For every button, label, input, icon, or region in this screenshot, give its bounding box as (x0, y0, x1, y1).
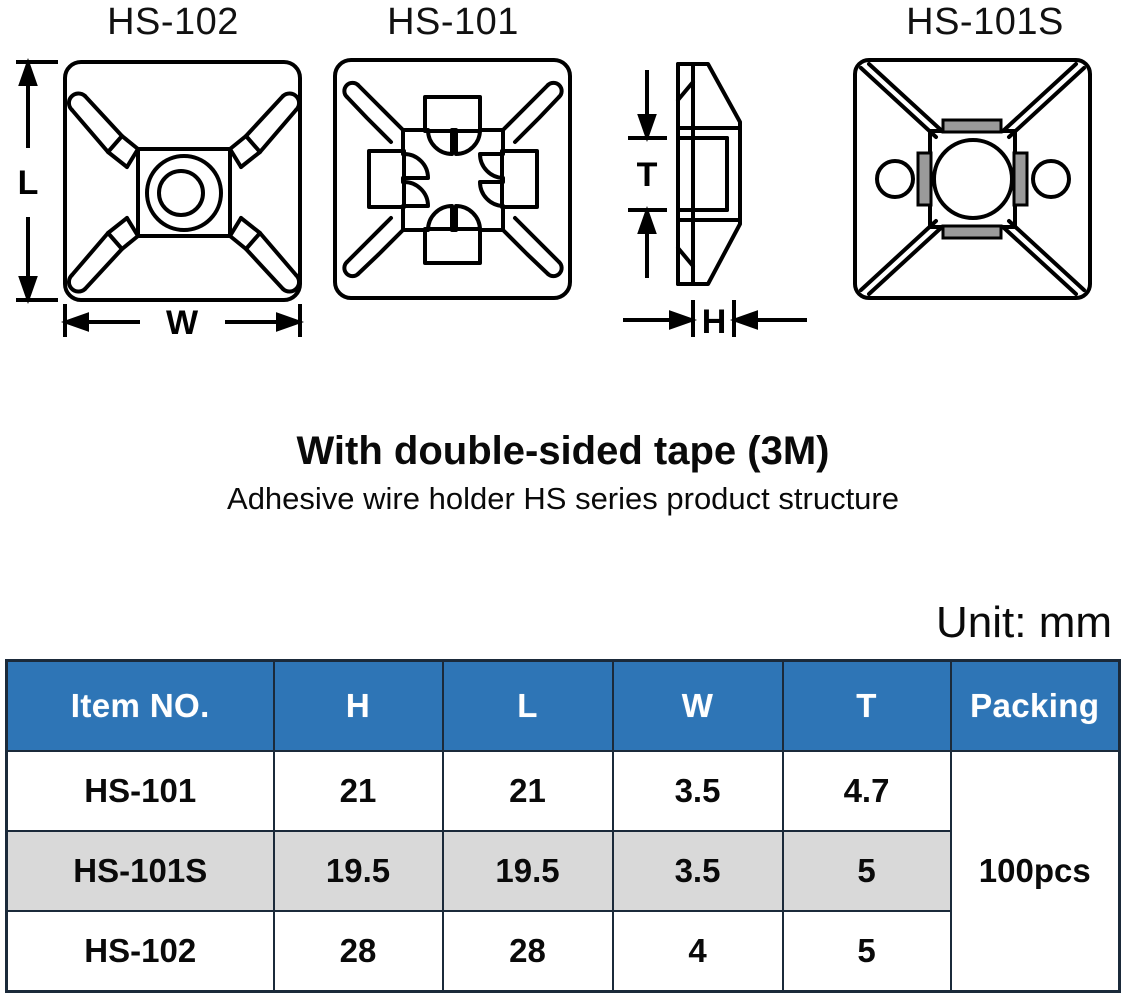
cell-l: 28 (441, 910, 614, 993)
cell-packing: 100pcs (949, 750, 1121, 993)
product-diagram-area: HS-102 HS-101 HS-101S (0, 0, 1126, 360)
cell-h: 28 (272, 910, 444, 993)
dimension-label-L: L (18, 164, 39, 202)
cell-l: 21 (441, 750, 614, 832)
column-header-item-no: Item NO. (5, 659, 275, 752)
diagram-hs102: L W (10, 52, 310, 347)
caption-title: With double-sided tape (3M) (296, 429, 830, 473)
dimension-label-T: T (637, 156, 658, 194)
cell-t: 5 (781, 910, 952, 993)
diagram-hs101 (330, 52, 580, 317)
table-row: HS-101S 19.5 19.5 3.5 5 (5, 830, 1120, 912)
table-row: HS-101 21 21 3.5 4.7 100pcs (5, 750, 1121, 993)
diagram-hs101s (845, 52, 1100, 317)
diagram-side-view: T H (615, 52, 830, 347)
caption-subtitle: Adhesive wire holder HS series product s… (227, 481, 899, 516)
column-header-w: W (611, 659, 784, 752)
spec-table: Item NO. H L W T Packing HS-101 21 21 3.… (5, 659, 1121, 993)
cell-t: 4.7 (781, 750, 952, 832)
cell-item-no: HS-101 (5, 750, 275, 832)
column-header-l: L (441, 659, 614, 752)
cell-w: 3.5 (611, 830, 784, 912)
spec-table-container: Item NO. H L W T Packing HS-101 21 21 3.… (5, 659, 1121, 993)
cell-w: 3.5 (611, 750, 784, 832)
cell-w: 4 (611, 910, 784, 993)
diagram-label-hs102: HS-102 (107, 1, 239, 43)
column-header-t: T (781, 659, 952, 752)
column-header-packing: Packing (949, 659, 1121, 752)
cell-item-no: HS-102 (5, 910, 275, 993)
diagram-label-hs101: HS-101 (387, 1, 519, 43)
cell-l: 19.5 (441, 830, 614, 912)
table-row: HS-102 28 28 4 5 (5, 910, 1120, 993)
dimension-label-W: W (166, 304, 199, 342)
diagram-label-hs101s: HS-101S (906, 1, 1064, 43)
cell-h: 21 (272, 750, 444, 832)
unit-note: Unit: mm (936, 598, 1112, 647)
cell-item-no: HS-101S (5, 830, 275, 912)
table-header-row: Item NO. H L W T Packing (5, 659, 1121, 752)
caption-block: With double-sided tape (3M) Adhesive wir… (0, 425, 1126, 521)
dimension-label-H: H (702, 303, 727, 341)
cell-t: 5 (781, 830, 952, 912)
column-header-h: H (272, 659, 444, 752)
cell-h: 19.5 (272, 830, 444, 912)
